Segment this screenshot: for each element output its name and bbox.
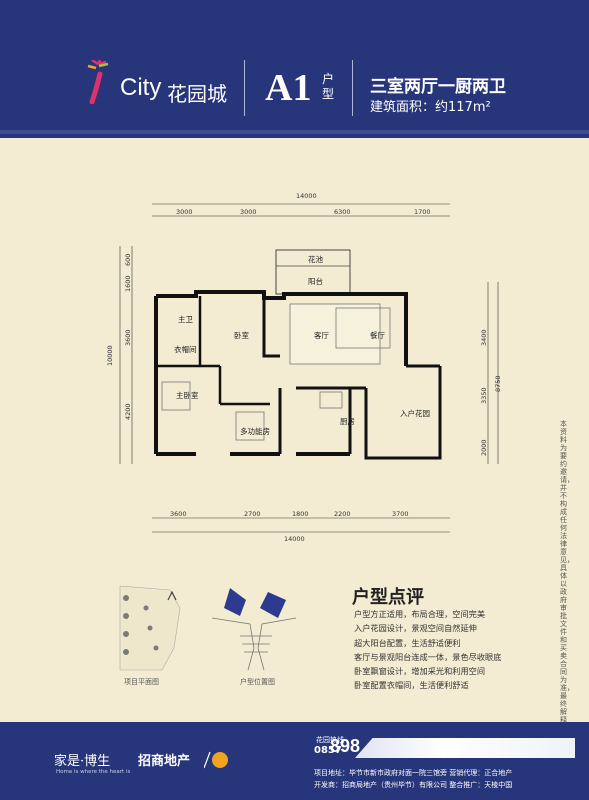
header-stripe — [0, 130, 589, 134]
review-item: 户型方正适用，布局合理，空间完美 — [354, 609, 486, 619]
hotline-mask — [355, 738, 575, 758]
floor-plan: 14000 3000 3000 6300 1700 3600 2700 1800… — [106, 192, 502, 543]
dim-left-3: 3600 — [124, 329, 132, 346]
room-closet: 衣帽间 — [174, 344, 197, 354]
review-item: 卧室配置衣帽间，生活便利舒适 — [354, 680, 469, 691]
dim-right-3: 2000 — [480, 439, 488, 456]
unit-position-caption: 户型位置图 — [240, 678, 275, 686]
room-multi: 多功能房 — [240, 426, 270, 436]
review-title: 户型点评 — [352, 587, 424, 608]
dim-bottom-1: 3600 — [170, 510, 187, 518]
dim-top-4: 1700 — [414, 208, 431, 216]
layout-title: 三室两厅一厨两卫 — [370, 77, 506, 97]
hotline-label: 花园热线 — [316, 736, 344, 744]
dim-top-3: 6300 — [334, 208, 351, 216]
footer-slogan: 家是·博生 — [54, 754, 111, 769]
room-entry-garden: 入户花园 — [400, 408, 430, 418]
room-master-bath: 主卫 — [178, 314, 193, 324]
dim-bottom-3: 1800 — [292, 510, 309, 518]
dim-top-1: 3000 — [176, 208, 193, 216]
logo-text: City — [120, 74, 162, 101]
unit-suffix: 户型 — [322, 72, 335, 101]
logo-icon — [87, 60, 109, 104]
footer-slogan-en: Home is where the heart is — [56, 769, 131, 775]
header-divider — [244, 60, 245, 116]
dim-right-total: 8750 — [494, 375, 502, 392]
dim-right-1: 3400 — [480, 329, 488, 346]
dim-top-2: 3000 — [240, 208, 257, 216]
review-list: 户型方正适用，布局合理，空间完美 入户花园设计，景观空间自然延伸 超大阳台配置，… — [354, 607, 501, 693]
hotline-number: 898 — [330, 736, 361, 756]
room-flower-bed: 花池 — [308, 254, 323, 264]
dim-bottom-5: 3700 — [392, 510, 409, 518]
developer-info: 开发商：招商局地产（贵州毕节）有限公司 整合推广：天棱中国 — [314, 781, 513, 789]
room-dining: 餐厅 — [370, 331, 385, 340]
room-kitchen: 厨房 — [340, 416, 355, 426]
review-item: 入户花园设计，景观空间自然延伸 — [354, 623, 477, 634]
site-plan-caption: 项目平面图 — [124, 678, 159, 686]
hotline-code: 0857 — [314, 745, 342, 756]
room-living: 客厅 — [314, 330, 329, 340]
dim-right-2: 3350 — [480, 387, 488, 404]
room-balcony: 阳台 — [308, 276, 323, 286]
walls — [154, 249, 442, 460]
dim-left-4: 4200 — [124, 403, 132, 420]
room-bedroom: 卧室 — [234, 330, 249, 340]
dim-left-2: 1600 — [124, 275, 132, 292]
dim-bottom-2: 2700 — [244, 510, 261, 518]
dim-left-1: 600 — [124, 254, 132, 266]
review-item: 客厅与景观阳台连成一体，景色尽收眼底 — [354, 651, 502, 662]
dim-left-total: 10000 — [106, 345, 114, 366]
review-item: 超大阳台配置，生活舒适便利 — [354, 637, 461, 648]
review-item: 卧室飘窗设计，增加采光和利用空间 — [354, 666, 486, 677]
header-banner — [0, 0, 589, 138]
dim-top-total: 14000 — [296, 192, 317, 200]
project-address: 项目地址：毕节市新市政府对面一院三馆旁 营销代理：正合地产 — [314, 769, 513, 777]
dimension-lines — [119, 203, 499, 533]
room-master-bedroom: 主卧室 — [176, 390, 199, 400]
logo-cn: 花园城 — [167, 82, 227, 106]
site-diagrams — [119, 585, 297, 671]
developer-logo-icon — [204, 751, 228, 769]
footer-banner — [0, 722, 589, 800]
dim-bottom-total: 14000 — [284, 535, 305, 543]
dim-bottom-4: 2200 — [334, 510, 351, 518]
area-text: 建筑面积：约117m² — [370, 100, 491, 115]
developer-brand: 招商地产 — [138, 754, 191, 769]
unit-code: A1 — [265, 67, 312, 109]
header-divider-2 — [352, 60, 353, 116]
